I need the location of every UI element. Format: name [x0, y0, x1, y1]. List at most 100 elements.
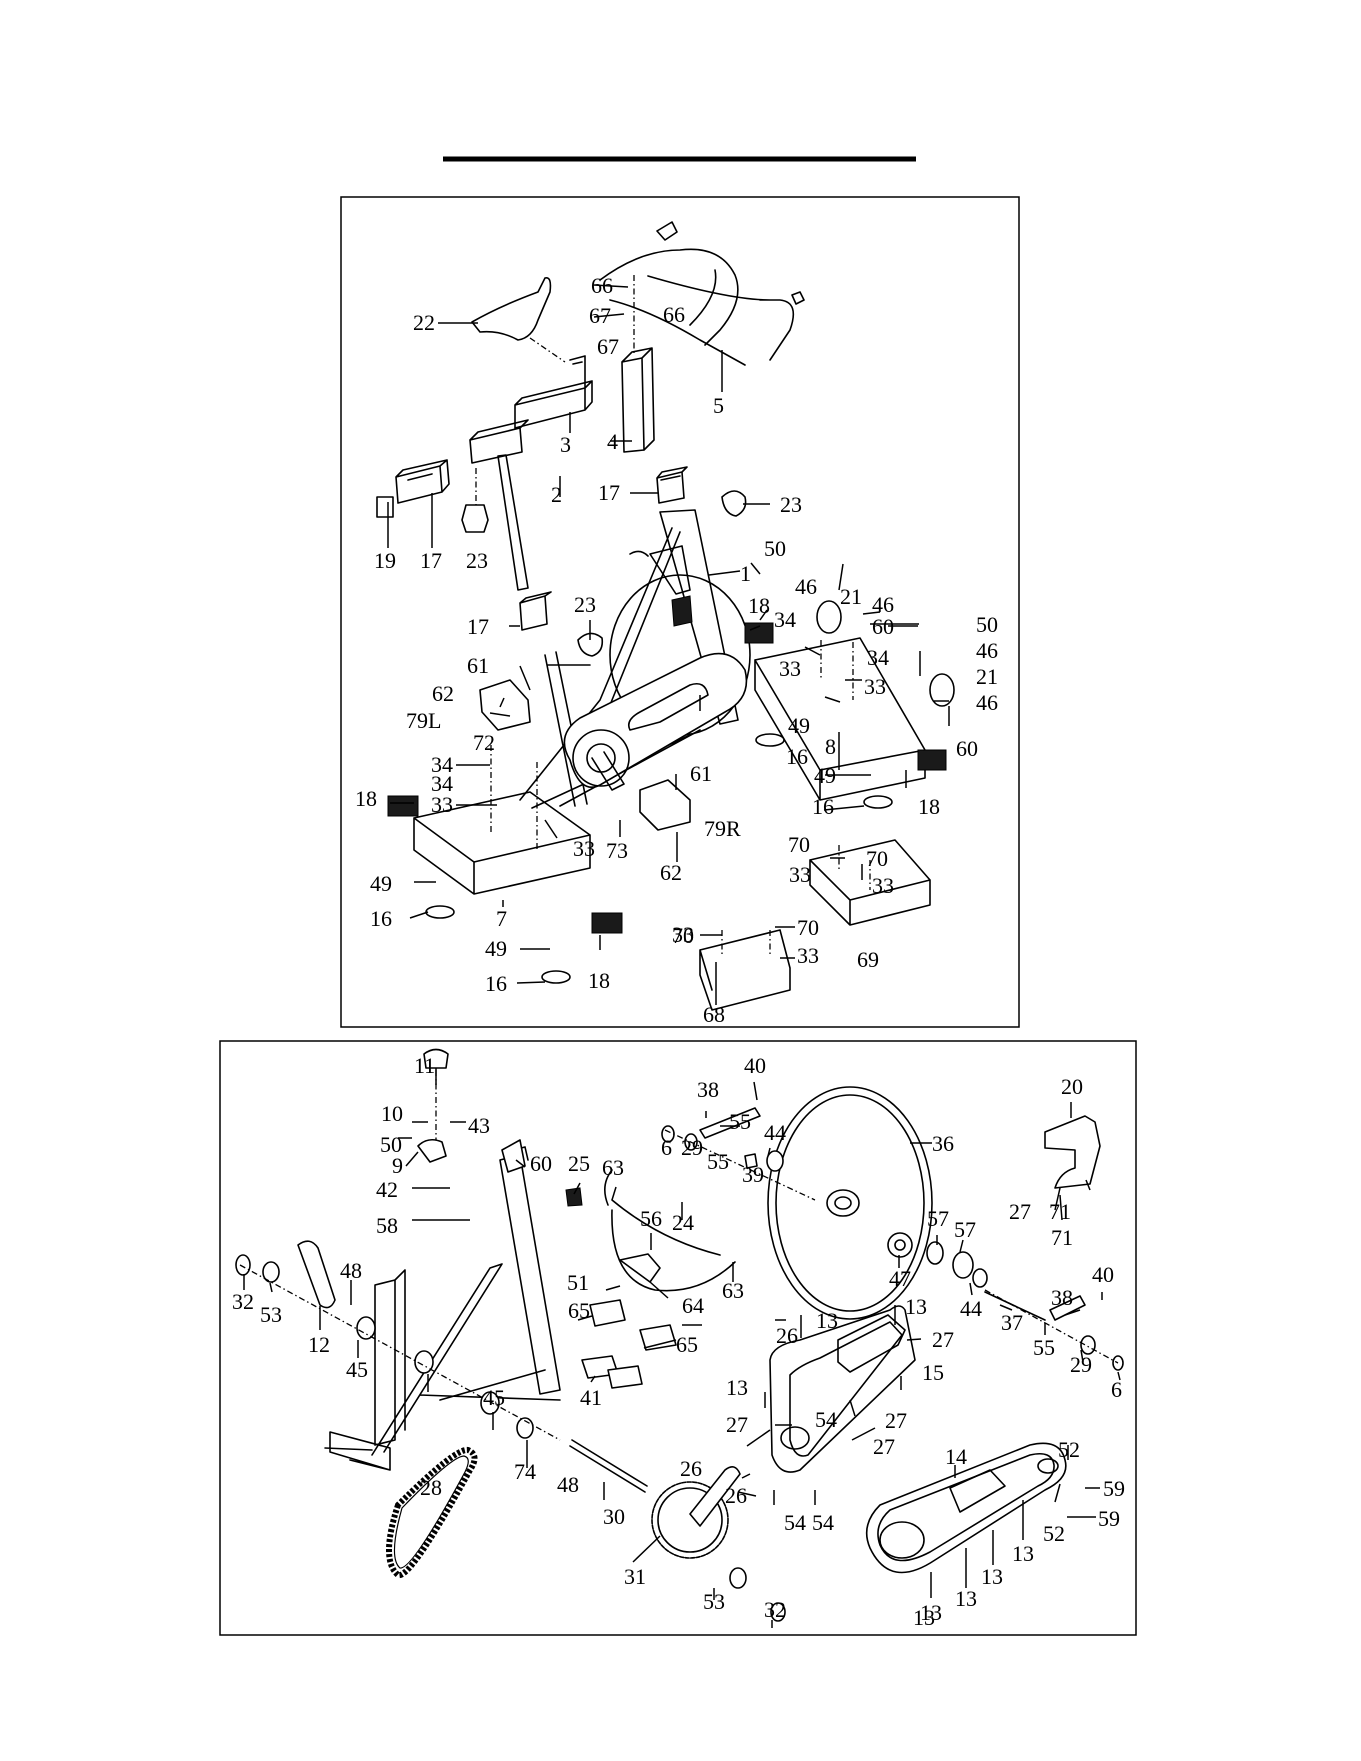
part-label: 23 [574, 592, 596, 617]
part-label: 64 [682, 1293, 704, 1318]
part-label: 12 [308, 1332, 330, 1357]
part-label: 19 [374, 548, 396, 573]
part-label: 46 [976, 638, 998, 663]
part-label: 33 [779, 656, 801, 681]
part-label: 54 [812, 1510, 834, 1535]
part-label: 67 [589, 303, 611, 328]
lower-panel-frame [219, 1040, 1137, 1636]
part-label: 27 [726, 1412, 748, 1437]
part-label: 20 [1061, 1074, 1083, 1099]
part-label: 21 [840, 584, 862, 609]
part-label: 7 [496, 906, 507, 931]
part-label: 51 [567, 1270, 589, 1295]
part-label: 65 [676, 1332, 698, 1357]
part-label: 30 [603, 1504, 625, 1529]
part-label: 28 [420, 1475, 442, 1500]
part-label: 8 [825, 734, 836, 759]
part-label: 50 [380, 1132, 402, 1157]
part-label: 55 [707, 1149, 729, 1174]
part-label: 70 [866, 846, 888, 871]
part-label: 6 [661, 1135, 672, 1160]
part-label: 18 [355, 786, 377, 811]
adjust-knob [423, 1048, 449, 1069]
part-label: 59 [1098, 1506, 1120, 1531]
front-stabilizer [413, 791, 591, 895]
part-label: 33 [864, 674, 886, 699]
part-label: 26 [725, 1483, 747, 1508]
part-label: 13 [913, 1605, 935, 1630]
part-label: 60 [872, 614, 894, 639]
part-label: 42 [376, 1177, 398, 1202]
rear-stabilizer [754, 637, 926, 801]
part-label: 13 [905, 1294, 927, 1319]
left-pedal [479, 679, 531, 731]
part-label: 43 [468, 1113, 490, 1138]
part-label: 23 [780, 492, 802, 517]
part-label: 53 [703, 1589, 725, 1614]
part-label: 52 [1043, 1521, 1065, 1546]
part-label: 62 [432, 681, 454, 706]
part-label: 21 [976, 664, 998, 689]
part-label: 65 [568, 1298, 590, 1323]
part-label: 72 [473, 730, 495, 755]
part-label: 47 [889, 1266, 911, 1291]
part-label: 57 [954, 1217, 976, 1242]
slider-sleeve [395, 459, 450, 504]
lower-leaders [243, 1068, 1121, 1628]
part-label: 70 [797, 915, 819, 940]
cover-bracket [1044, 1115, 1101, 1189]
part-label: 16 [485, 971, 507, 996]
part-label: 18 [918, 794, 940, 819]
lower-labels: 11 40 10 43 38 20 50 6 29 55 44 36 9 55 … [232, 1053, 1125, 1630]
part-label: 49 [485, 936, 507, 961]
part-label: 34 [867, 645, 889, 670]
part-label: 55 [729, 1109, 751, 1134]
part-label: 2 [551, 482, 562, 507]
handlebar [599, 221, 805, 366]
part-label: 33 [789, 862, 811, 887]
part-label: 45 [483, 1385, 505, 1410]
part-label: 34 [431, 771, 453, 796]
part-label: 50 [976, 612, 998, 637]
flywheel [767, 1086, 933, 1320]
part-label: 41 [580, 1385, 602, 1410]
part-label: 13 [981, 1564, 1003, 1589]
part-label: 11 [414, 1053, 435, 1078]
seat-slider [514, 355, 593, 429]
part-label: 9 [392, 1153, 403, 1178]
upper-panel-frame [340, 196, 1020, 1028]
part-label: 45 [346, 1357, 368, 1382]
part-label: 60 [530, 1151, 552, 1176]
lower-drawing [235, 1048, 1124, 1622]
part-label: 39 [742, 1162, 764, 1187]
part-label: 49 [814, 763, 836, 788]
chainring [651, 1481, 729, 1559]
part-label: 16 [786, 744, 808, 769]
part-label: 13 [816, 1308, 838, 1333]
part-label: 48 [340, 1258, 362, 1283]
part-label: 49 [788, 713, 810, 738]
part-label: 31 [624, 1564, 646, 1589]
part-label: 26 [680, 1456, 702, 1481]
part-label: 27 [873, 1434, 895, 1459]
part-label: 32 [232, 1289, 254, 1314]
support-box [809, 839, 931, 926]
part-label: 55 [1033, 1335, 1055, 1360]
part-label: 1 [740, 561, 751, 586]
part-label: 33 [672, 922, 694, 947]
part-label: 4 [607, 429, 618, 454]
chain [386, 1447, 478, 1579]
part-label: 40 [1092, 1262, 1114, 1287]
part-label: 68 [703, 1002, 725, 1027]
part-label: 56 [640, 1206, 662, 1231]
part-label: 61 [690, 761, 712, 786]
part-label: 18 [748, 593, 770, 618]
part-label: 13 [920, 1600, 942, 1625]
part-label: 58 [376, 1213, 398, 1238]
part-label: 46 [872, 592, 894, 617]
knob [461, 504, 489, 533]
part-label: 33 [573, 836, 595, 861]
part-label: 74 [514, 1459, 536, 1484]
part-label: 63 [602, 1155, 624, 1180]
part-label: 67 [597, 334, 619, 359]
